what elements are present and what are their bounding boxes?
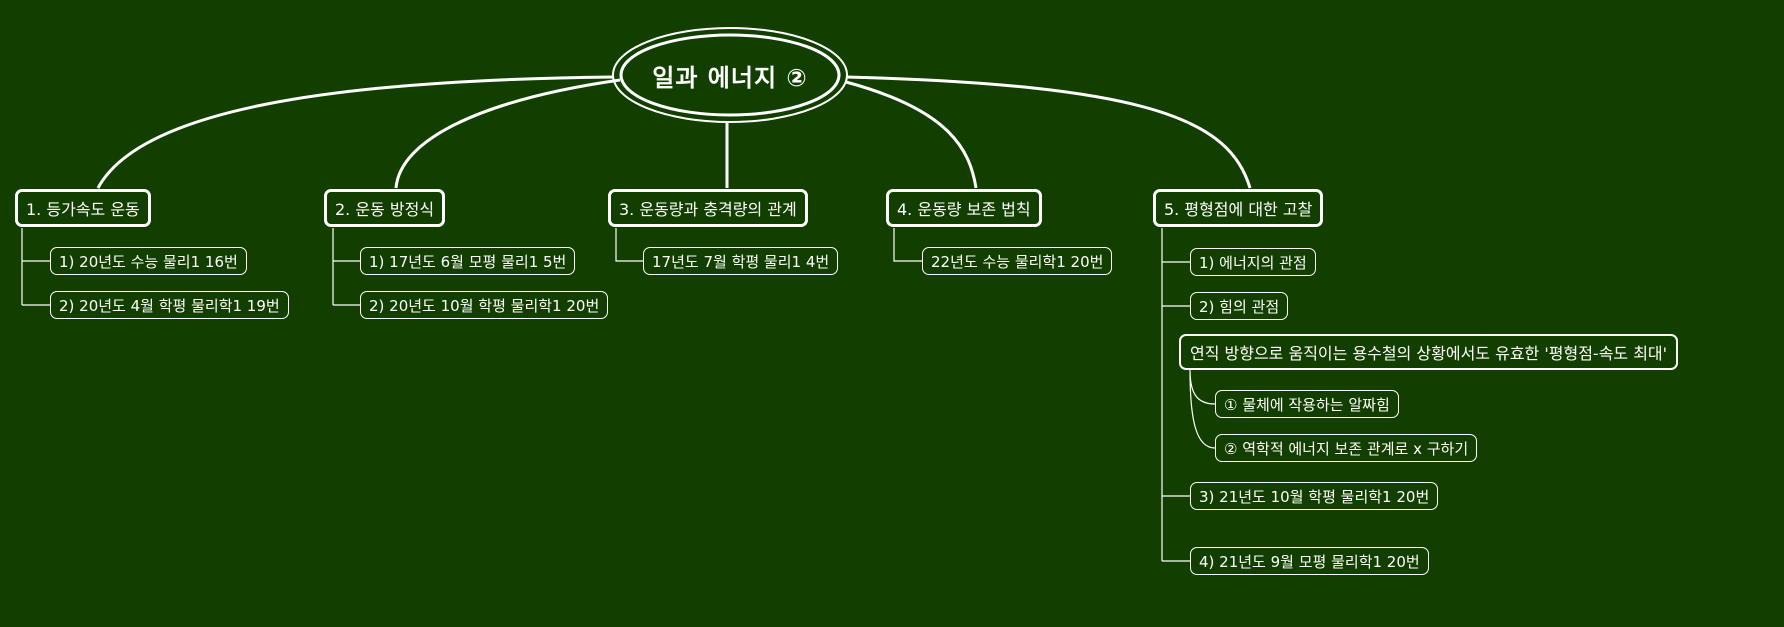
leaf-net-force[interactable]: ① 물체에 작용하는 알짜힘 [1215, 390, 1399, 418]
connector-note-children [1189, 369, 1216, 449]
leaf-b1-1[interactable]: 1) 20년도 수능 물리1 16번 [50, 247, 247, 275]
branch-momentum-impulse[interactable]: 3. 운동량과 충격량의 관계 [608, 189, 808, 227]
connector-b2-children [332, 228, 360, 306]
leaf-b1-2[interactable]: 2) 20년도 4월 학평 물리학1 19번 [50, 291, 289, 319]
central-outer-ring [612, 27, 848, 123]
leaf-b5-3[interactable]: 3) 21년도 10월 학평 물리학1 20번 [1190, 482, 1439, 510]
central-inner-ring [619, 33, 841, 117]
branch-equation-of-motion[interactable]: 2. 운동 방정식 [324, 189, 446, 227]
leaf-b2-2[interactable]: 2) 20년도 10월 학평 물리학1 20번 [360, 291, 609, 319]
connector-branch-1 [96, 75, 615, 189]
branch-equilibrium-point[interactable]: 5. 평형점에 대한 고찰 [1153, 189, 1324, 227]
connector-branch-4 [845, 80, 978, 189]
connector-branch-5 [845, 75, 1252, 189]
subtopic-vertical-spring[interactable]: 연직 방향으로 움직이는 용수철의 상황에서도 유효한 '평형점-속도 최대' [1179, 334, 1679, 370]
connector-b5-children [1161, 228, 1190, 562]
branch-uniform-acceleration[interactable]: 1. 등가속도 운동 [15, 189, 151, 227]
connector-branch-2 [394, 78, 621, 189]
leaf-b3-1[interactable]: 17년도 7월 학평 물리1 4번 [643, 247, 839, 275]
central-topic[interactable]: 일과 에너지 ② [652, 63, 808, 92]
leaf-b5-force[interactable]: 2) 힘의 관점 [1190, 292, 1289, 320]
leaf-energy-conservation-x[interactable]: ② 역학적 에너지 보존 관계로 x 구하기 [1215, 434, 1478, 462]
leaf-b4-1[interactable]: 22년도 수능 물리학1 20번 [922, 247, 1113, 275]
leaf-b5-energy[interactable]: 1) 에너지의 관점 [1190, 248, 1316, 276]
connector-b1-children [21, 228, 50, 306]
leaf-b5-4[interactable]: 4) 21년도 9월 모평 물리학1 20번 [1190, 547, 1429, 575]
connector-b3-children [615, 228, 643, 262]
leaf-b2-1[interactable]: 1) 17년도 6월 모평 물리1 5번 [360, 247, 576, 275]
branch-momentum-conservation[interactable]: 4. 운동량 보존 법칙 [886, 189, 1042, 227]
connector-b4-children [893, 228, 922, 262]
